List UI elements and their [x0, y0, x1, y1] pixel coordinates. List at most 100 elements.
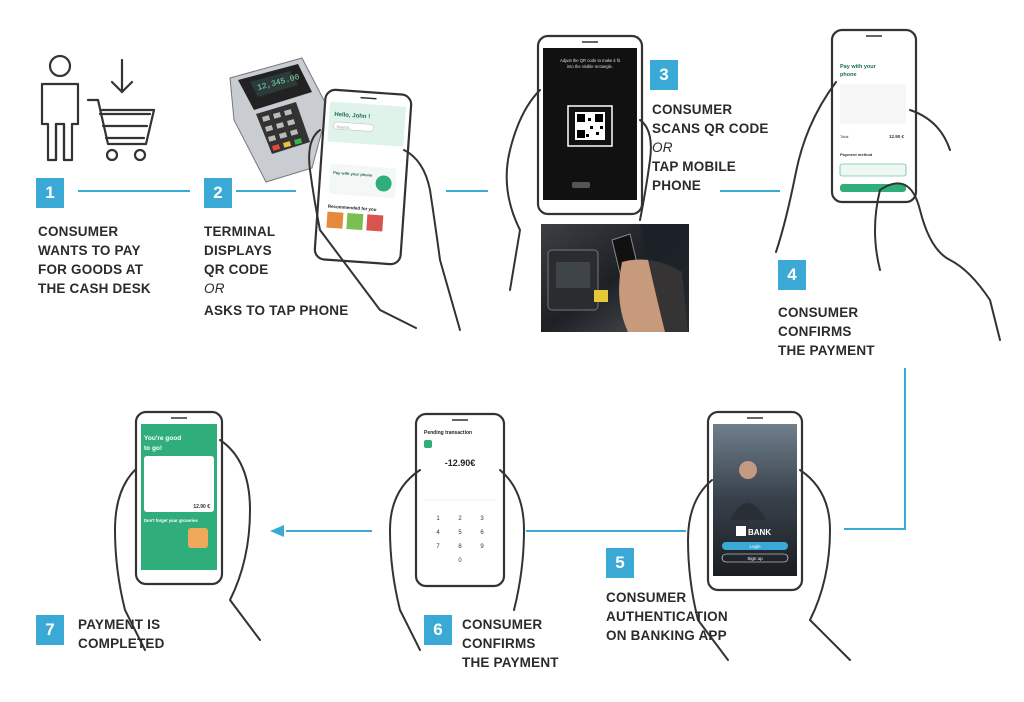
- qr-finder: [577, 130, 585, 138]
- hand-outlines: [114, 81, 1001, 661]
- qr-frame: [567, 105, 613, 147]
- qr-module: [586, 134, 589, 137]
- step-6-label: CONSUMER CONFIRMS THE PAYMENT: [462, 615, 559, 672]
- payment-terminal-icon: 12,345.00: [229, 57, 329, 183]
- step-6-line: THE PAYMENT: [462, 655, 559, 670]
- step-3-line: CONSUMER: [652, 102, 733, 117]
- step-3-or: OR: [652, 140, 673, 155]
- qr-module: [596, 132, 599, 135]
- qr-module: [590, 126, 593, 129]
- screen-key: 7: [436, 544, 440, 550]
- connector-1-2: [78, 190, 190, 192]
- screen-section: Recommended for you: [328, 204, 377, 212]
- step-2-line: TERMINAL: [204, 224, 276, 239]
- screen-footer: Don't forget your groceries: [144, 518, 198, 523]
- connector-2-3b: [446, 190, 488, 192]
- step-2-line: QR CODE: [204, 262, 269, 277]
- qr-module: [600, 126, 603, 129]
- screen-illustration: [375, 175, 392, 192]
- screen-bag: [188, 528, 208, 548]
- step-1-line: THE CASH DESK: [38, 281, 151, 296]
- step-5-line: ON BANKING APP: [606, 628, 727, 643]
- connector-6-7: [286, 530, 372, 532]
- step-1-line: WANTS TO PAY: [38, 243, 141, 258]
- screen-key: 4: [436, 530, 440, 536]
- screen-receipt: [144, 456, 214, 512]
- step-5-badge: 5: [606, 548, 634, 578]
- qr-module: [588, 118, 591, 121]
- person-icon: [40, 54, 80, 162]
- screen-title: phone: [840, 72, 857, 78]
- screen-greeting: Hello, John !: [334, 112, 370, 120]
- connector-4-5-vertical: [904, 368, 906, 530]
- screen-title: Pay with your: [840, 64, 877, 70]
- screen-amount: -12.90€: [445, 458, 476, 468]
- phone-speaker: [360, 96, 377, 100]
- screen-key: 6: [480, 530, 484, 536]
- step-1-line: CONSUMER: [38, 224, 119, 239]
- screen-product: [326, 211, 344, 229]
- step-1-label: CONSUMER WANTS TO PAY FOR GOODS AT THE C…: [38, 222, 151, 298]
- step-2-phone: Hello, John !Search...Pay with your phon…: [313, 88, 413, 266]
- screen-bank-logo: [736, 526, 746, 536]
- step-4-badge: 4: [778, 260, 806, 290]
- step-2-label: TERMINAL DISPLAYS QR CODE OR ASKS TO TAP…: [204, 222, 348, 320]
- screen-key: 9: [480, 544, 484, 550]
- screen-product: [366, 214, 384, 232]
- qr-code-icon: [567, 105, 613, 147]
- step-4-line: THE PAYMENT: [778, 343, 875, 358]
- screen-person: [739, 461, 757, 479]
- step-1-badge: 1: [36, 178, 64, 208]
- screen-key: 3: [480, 516, 484, 522]
- screen-instruction: into the visible rectangle.: [567, 64, 613, 69]
- screen-total: 12.90 €: [889, 134, 905, 139]
- qr-finder: [595, 114, 603, 122]
- step-2-line: ASKS TO TAP PHONE: [204, 303, 349, 318]
- step-5-line: AUTHENTICATION: [606, 609, 728, 624]
- step-3-line: TAP MOBILE: [652, 159, 737, 174]
- screen-product: [346, 213, 364, 231]
- phone-screen: [713, 424, 797, 576]
- down-arrow-icon: [110, 58, 134, 94]
- screen-card-title: Pay with your phone: [333, 170, 373, 178]
- connector-2-3a: [236, 190, 296, 192]
- connector-3-4: [720, 190, 780, 192]
- screen-key: 2: [458, 516, 462, 522]
- screen-login-button: [722, 542, 788, 550]
- screen-signup-button: [721, 553, 789, 563]
- step-3-line: SCANS QR CODE: [652, 121, 769, 136]
- step-6-line: CONSUMER: [462, 617, 543, 632]
- step-3-line: PHONE: [652, 178, 702, 193]
- step-3-label: CONSUMER SCANS QR CODE OR TAP MOBILE PHO…: [652, 100, 769, 195]
- tap-phone-photo: [541, 224, 689, 332]
- step-6-badge: 6: [424, 615, 452, 645]
- step-5-label: CONSUMER AUTHENTICATION ON BANKING APP: [606, 588, 728, 645]
- screen-title: You're good: [144, 435, 181, 442]
- step-2-or: OR: [204, 281, 225, 296]
- step-7-line: PAYMENT IS: [78, 617, 161, 632]
- screen-title: to go!: [144, 445, 162, 452]
- step-7-phone: You're good to go! 12.90 € Don't forget you…: [134, 410, 224, 586]
- screen-total-label: Total: [840, 134, 849, 139]
- screen-key: 5: [458, 530, 462, 536]
- screen-key: 0: [458, 558, 462, 564]
- screen-title: Pending transaction: [424, 430, 472, 436]
- step-4-line: CONSUMER: [778, 305, 859, 320]
- connector-4-5-horizontal: [844, 528, 906, 530]
- screen-login: Login: [749, 544, 761, 549]
- step-2-badge: 2: [204, 178, 232, 208]
- screen-method: Payment method: [840, 152, 873, 157]
- screen-total: 12.90 €: [193, 504, 210, 510]
- screen-app-icon: [424, 440, 432, 448]
- screen-button: [572, 182, 590, 188]
- phone-screen: [421, 426, 499, 572]
- connector-5-6: [526, 530, 686, 532]
- screen-search: [333, 121, 374, 132]
- step-5-line: CONSUMER: [606, 590, 687, 605]
- step-6-line: CONFIRMS: [462, 636, 536, 651]
- step-2-line: DISPLAYS: [204, 243, 272, 258]
- screen-instruction: Adjust the QR code to make it fit: [560, 58, 621, 63]
